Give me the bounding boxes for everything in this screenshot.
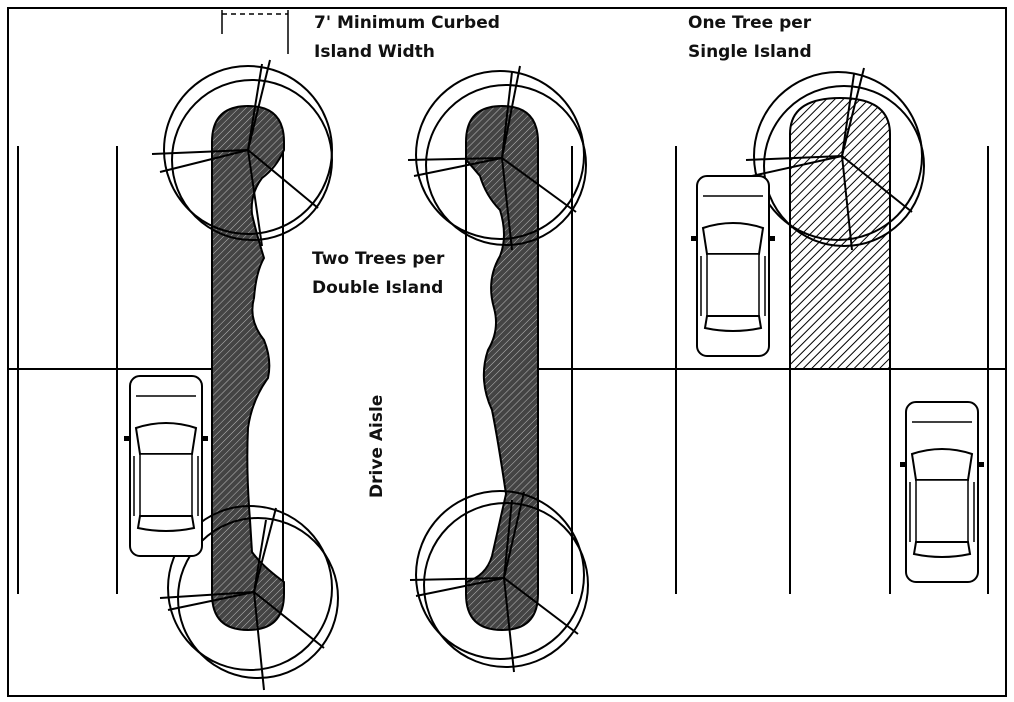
tree-canopy-icon (745, 67, 925, 251)
island-width-label-line1: 7' Minimum Curbed (314, 13, 500, 33)
drive-aisle-label: Drive Aisle (367, 395, 387, 498)
island-width-dimension (221, 10, 289, 54)
island-width-label-line2: Island Width (314, 42, 435, 62)
double-island-label-line2: Double Island (312, 278, 443, 298)
car-icon (690, 175, 776, 357)
diagram-frame (7, 7, 1007, 697)
single-island (789, 96, 891, 370)
tree-canopy-icon (407, 65, 587, 251)
double-island-label-line1: Two Trees per (312, 249, 445, 269)
single-island-label-line2: Single Island (688, 42, 812, 62)
single-island-label-line1: One Tree per (688, 13, 812, 33)
tree-canopy-icon (159, 505, 339, 691)
car-icon (123, 375, 209, 557)
car-icon (899, 401, 985, 583)
tree-canopy-icon (409, 490, 589, 673)
tree-canopy-icon (151, 59, 333, 247)
double-island-left (211, 104, 285, 632)
double-island-middle (465, 104, 539, 632)
